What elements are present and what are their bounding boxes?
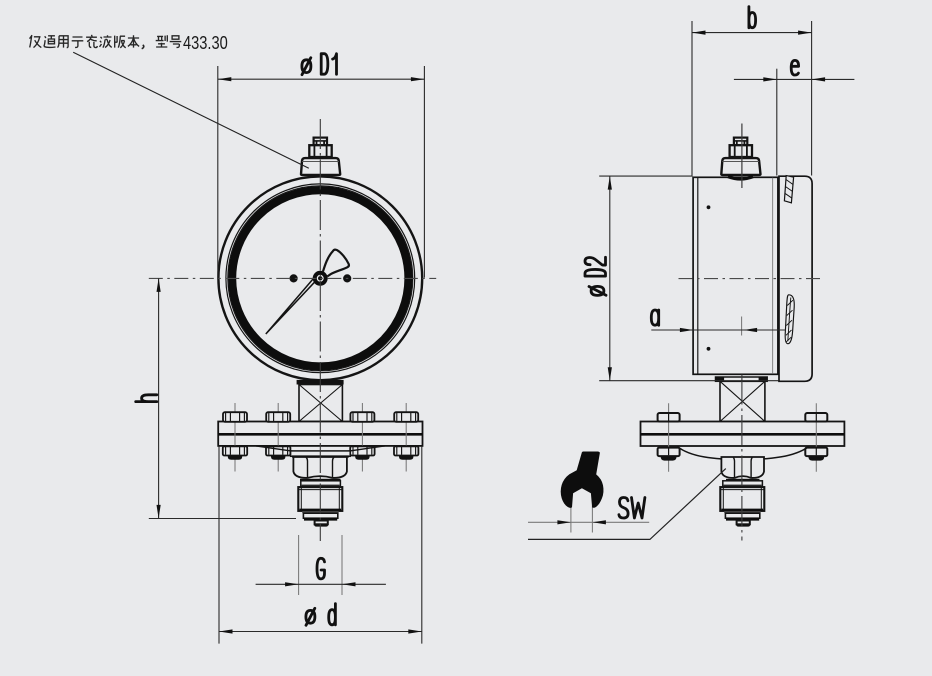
svg-text:433.30: 433.30 — [183, 33, 228, 54]
